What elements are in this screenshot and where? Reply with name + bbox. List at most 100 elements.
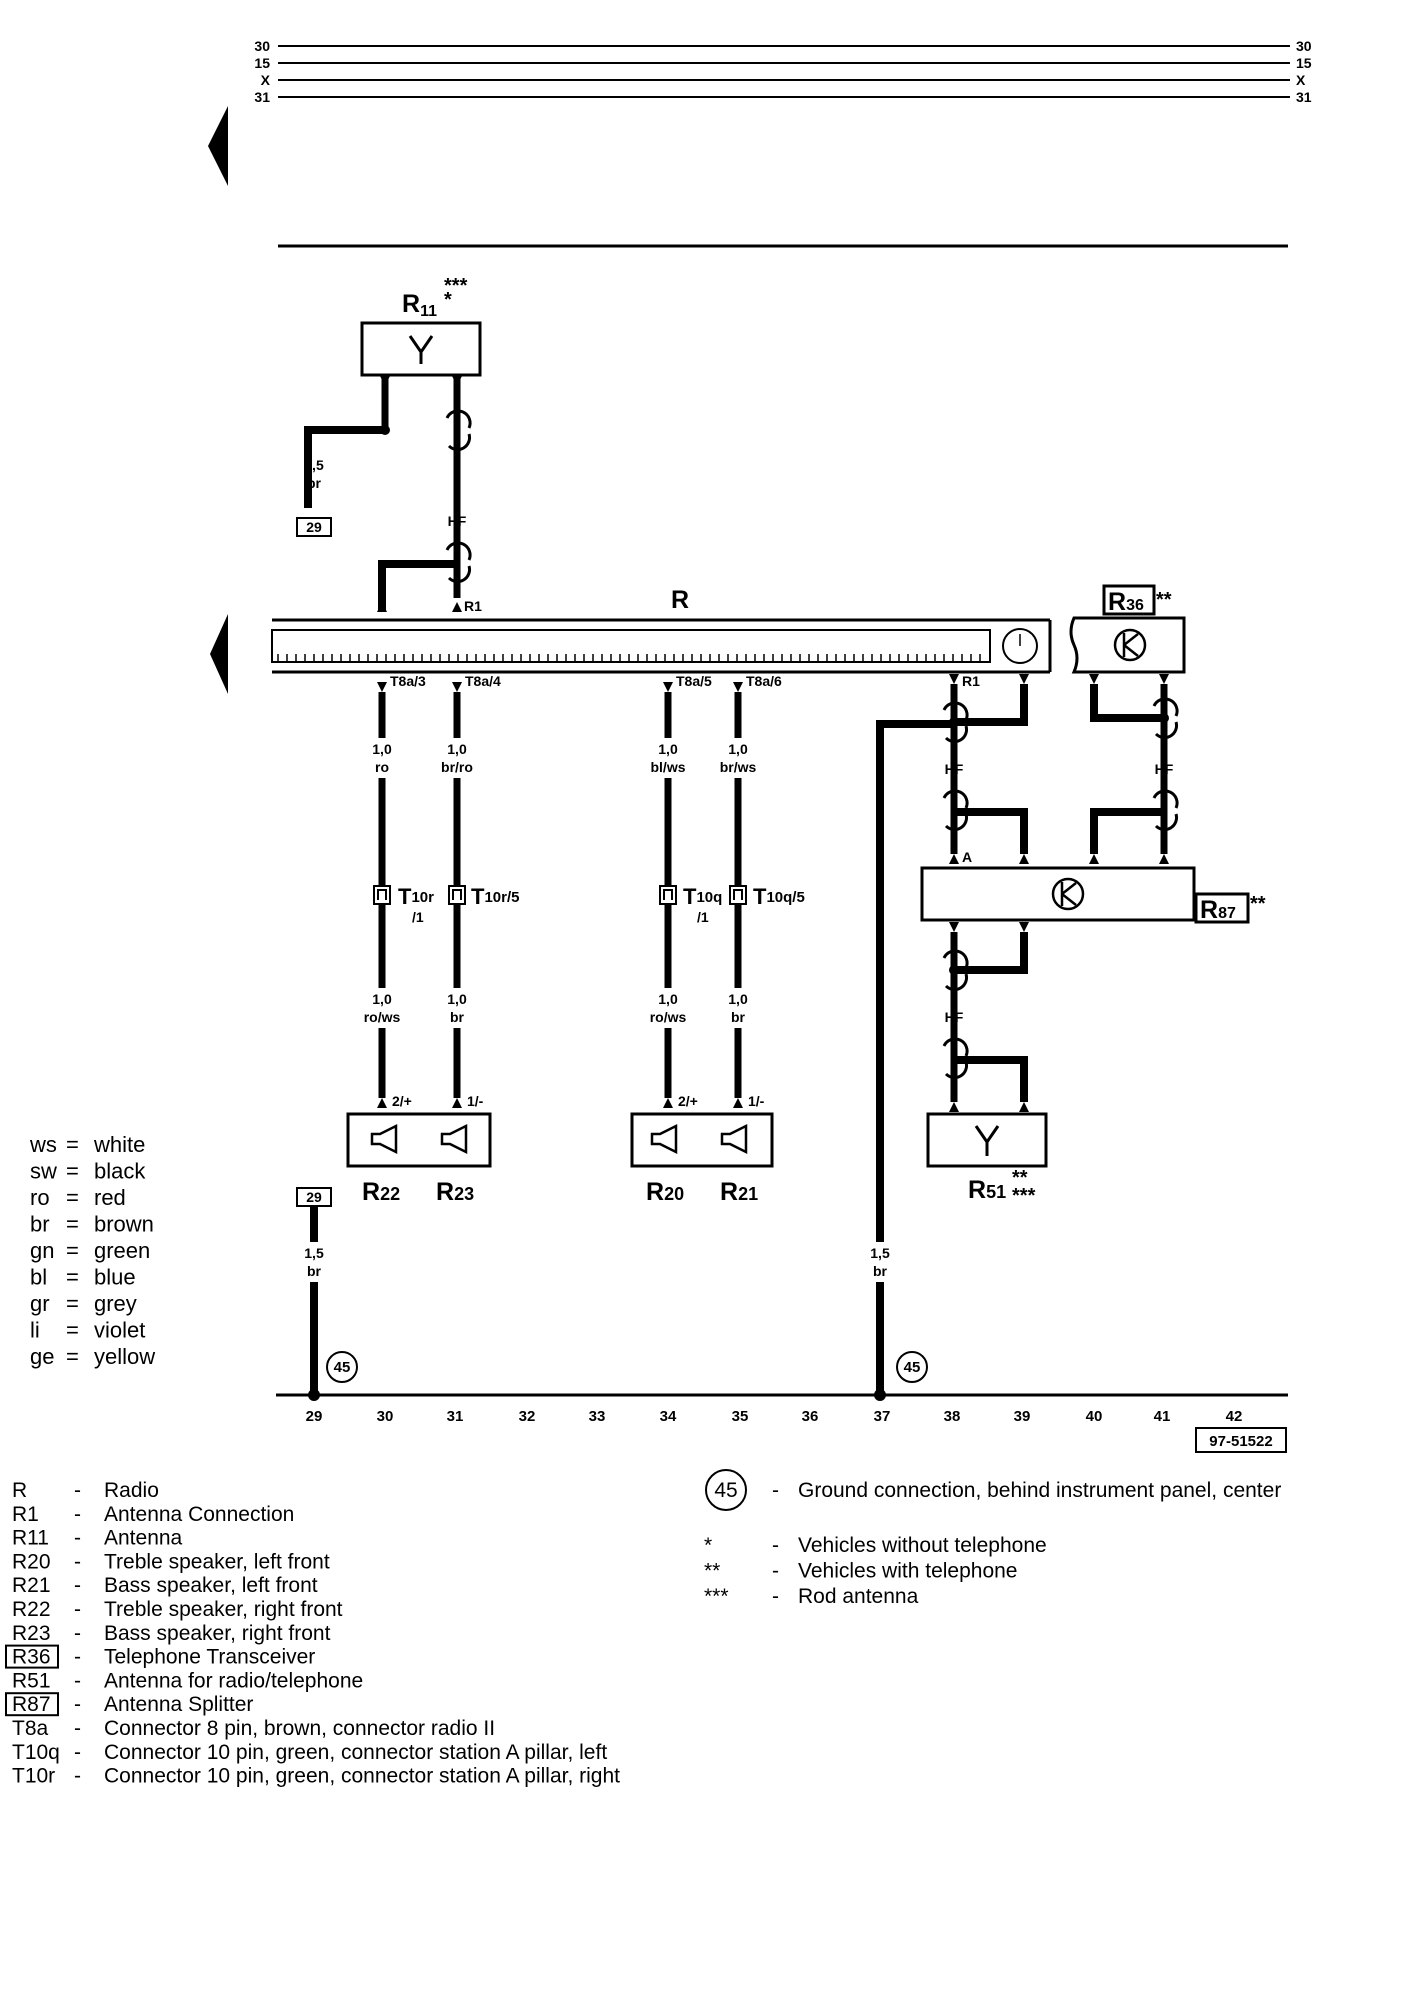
svg-text:/1: /1 [412, 909, 424, 925]
splitter-box [920, 866, 1196, 922]
component-desc: Bass speaker, right front [104, 1622, 331, 1645]
bus-label-right: 31 [1296, 89, 1312, 105]
antenna-icon [408, 335, 434, 364]
footnote-desc: Vehicles with telephone [798, 1560, 1018, 1583]
svg-text:T8a/5: T8a/5 [676, 673, 712, 689]
svg-text:1,0: 1,0 [372, 991, 392, 1007]
component-dash: - [74, 1527, 81, 1550]
bus-label-left: 30 [254, 38, 270, 54]
svg-text:1/-: 1/- [467, 1093, 484, 1109]
legend-code: ro [30, 1185, 50, 1210]
component-code: R36 [12, 1646, 51, 1669]
component-code: R [12, 1479, 27, 1502]
legend-separator: = [66, 1238, 79, 1263]
legend-code: gn [30, 1238, 54, 1263]
speaker-icon [440, 1123, 468, 1155]
svg-text:T8a/6: T8a/6 [746, 673, 782, 689]
legend-name: blue [94, 1265, 136, 1290]
connector-label-t10r1: T10r [398, 884, 434, 909]
svg-text:br: br [307, 1263, 322, 1279]
svg-text:R1: R1 [464, 598, 482, 614]
speaker-icon [370, 1123, 398, 1155]
bus-label-left: 31 [254, 89, 270, 105]
component-code: T10r [12, 1765, 55, 1788]
svg-text:HF: HF [1155, 761, 1174, 777]
transceiver-box [1069, 616, 1186, 674]
column-number: 38 [944, 1408, 961, 1425]
svg-text:/1: /1 [697, 909, 709, 925]
speaker-icon [720, 1123, 748, 1155]
svg-text:A: A [962, 849, 972, 865]
svg-text:1,0: 1,0 [728, 741, 748, 757]
svg-text:br: br [873, 1263, 888, 1279]
svg-text:HF: HF [945, 1009, 964, 1025]
bus-label-left: X [261, 72, 271, 88]
footnote-mark: * [444, 289, 452, 311]
component-code: R22 [12, 1598, 51, 1621]
svg-text:**: ** [1012, 1167, 1028, 1189]
notes: 45 - Ground connection, behind instrumen… [704, 1469, 1281, 1608]
svg-text:ro/ws: ro/ws [364, 1009, 401, 1025]
svg-text:**: ** [1250, 893, 1266, 915]
svg-text:29: 29 [306, 1189, 322, 1205]
ground-point-icon [896, 1351, 928, 1383]
svg-text:1/-: 1/- [748, 1093, 765, 1109]
component-label-r87: R87 [1200, 896, 1236, 924]
column-number: 39 [1014, 1408, 1031, 1425]
legend-code: br [30, 1212, 50, 1237]
column-number: 34 [660, 1408, 677, 1425]
speaker-icon [650, 1123, 678, 1155]
splitter-icon [1051, 877, 1085, 911]
component-desc: Treble speaker, left front [104, 1550, 330, 1573]
svg-text:-: - [772, 1479, 779, 1502]
connector-label-t10q1: T10q [683, 884, 722, 909]
legend-code: bl [30, 1265, 47, 1290]
svg-text:br: br [731, 1009, 746, 1025]
speaker-box-left [630, 1112, 774, 1168]
svg-text:HF: HF [448, 513, 467, 529]
component-code: R23 [12, 1622, 51, 1645]
component-desc: Treble speaker, right front [104, 1598, 343, 1621]
legend-separator: = [66, 1132, 79, 1157]
component-code: R51 [12, 1669, 51, 1692]
component-desc: Antenna for radio/telephone [104, 1669, 363, 1692]
legend-separator: = [66, 1212, 79, 1237]
drawing-id-box [1195, 1427, 1287, 1453]
component-label-r36: R36 [1108, 588, 1144, 616]
legend-code: li [30, 1318, 40, 1343]
page-arrow-icon [210, 614, 228, 694]
svg-text:br/ro: br/ro [441, 759, 473, 775]
legend-name: violet [94, 1318, 145, 1343]
column-number: 41 [1154, 1408, 1171, 1425]
svg-text:1,0: 1,0 [372, 741, 392, 757]
column-number: 35 [732, 1408, 749, 1425]
svg-text:br/ws: br/ws [720, 759, 757, 775]
component-desc: Antenna Connection [104, 1503, 294, 1526]
component-desc: Antenna Splitter [104, 1693, 253, 1716]
antenna-r11: R11 *** * [360, 275, 482, 377]
legend-separator: = [66, 1318, 79, 1343]
svg-text:***: *** [1012, 1185, 1036, 1207]
legend-separator: = [66, 1265, 79, 1290]
component-desc: Connector 10 pin, green, connector stati… [104, 1765, 620, 1788]
component-desc: Connector 10 pin, green, connector stati… [104, 1741, 607, 1764]
component-dash: - [74, 1479, 81, 1502]
svg-text:**: ** [1156, 589, 1172, 611]
svg-text:45: 45 [334, 1359, 351, 1376]
svg-text:1,5: 1,5 [304, 457, 324, 473]
component-desc: Connector 8 pin, brown, connector radio … [104, 1717, 495, 1740]
svg-text:T8a/3: T8a/3 [390, 673, 426, 689]
component-code: R21 [12, 1574, 51, 1597]
legend-separator: = [66, 1185, 79, 1210]
svg-text:1,5: 1,5 [304, 1245, 324, 1261]
footnote-mark: * [704, 1534, 712, 1557]
svg-text:ro/ws: ro/ws [650, 1009, 687, 1025]
transceiver-icon [1113, 628, 1147, 662]
svg-text:45: 45 [714, 1479, 737, 1502]
ref-box-29 [296, 517, 332, 537]
component-code: R87 [12, 1693, 51, 1716]
ground-desc: Ground connection, behind instrument pan… [798, 1479, 1281, 1502]
component-dash: - [74, 1550, 81, 1573]
component-dash: - [74, 1622, 81, 1645]
